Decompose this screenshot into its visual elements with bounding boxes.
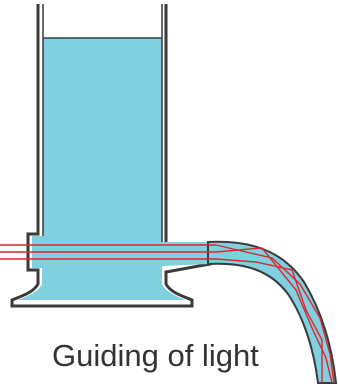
vessel-outline [10, 4, 212, 308]
ray-path-2 [215, 247, 333, 384]
vessel-inner-wall [42, 4, 163, 242]
light-rays [0, 244, 335, 384]
ray-path-1 [215, 244, 335, 384]
diagram-caption: Guiding of light [52, 338, 259, 373]
vessel-water [18, 38, 210, 300]
water-jet [207, 240, 338, 384]
ray-path-3 [215, 258, 323, 383]
